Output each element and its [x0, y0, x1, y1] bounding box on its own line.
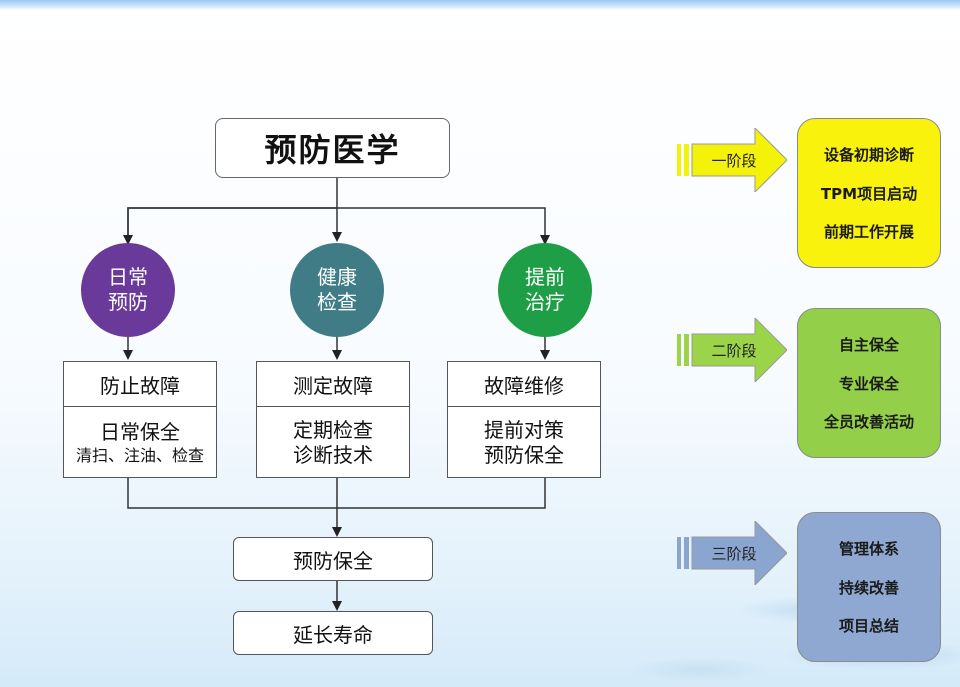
branch-body-line2: 预防保全	[484, 443, 564, 467]
branch-box-head: 测定故障	[257, 362, 409, 407]
stage-arrow-label: 二阶段	[711, 341, 757, 360]
circle-line1: 日常	[108, 265, 148, 289]
stage-arrow-1: 一阶段	[677, 128, 787, 192]
stage-item: TPM项目启动	[820, 184, 918, 203]
stage-item: 自主保全	[838, 336, 899, 355]
stage-box-1: 设备初期诊断 TPM项目启动 前期工作开展	[797, 118, 941, 268]
stage-box-2: 自主保全 专业保全 全员改善活动	[797, 308, 941, 458]
branch-body-line1: 日常保全	[100, 419, 180, 444]
circle-line1: 健康	[317, 265, 357, 289]
circle-early-treatment: 提前 治疗	[498, 243, 592, 337]
title-text: 预防医学	[264, 131, 401, 169]
circle-daily-prevention: 日常 预防	[81, 243, 175, 337]
stage-item: 前期工作开展	[823, 222, 914, 241]
circle-line2: 预防	[108, 290, 148, 314]
branch-body-line1: 定期检查	[293, 418, 373, 442]
connector-split-left	[123, 207, 337, 245]
stage-arrow-2: 二阶段	[677, 318, 787, 382]
stage-arrow-label: 三阶段	[711, 544, 757, 563]
circle-line2: 治疗	[525, 290, 565, 314]
flow-step-label: 延长寿命	[293, 622, 373, 647]
arrow-shape	[677, 128, 787, 192]
branch-body-line2: 清扫、注油、检查	[75, 445, 204, 465]
stage-item: 管理体系	[838, 540, 899, 559]
stage-item: 专业保全	[838, 374, 899, 393]
stage-item: 项目总结	[838, 616, 899, 635]
branch-box-body: 定期检查 诊断技术	[257, 407, 409, 479]
branch-box-head: 防止故障	[64, 362, 216, 407]
circle-health-check: 健康 检查	[290, 243, 384, 337]
branch-box-body: 日常保全 清扫、注油、检查	[64, 407, 216, 479]
stage-item: 持续改善	[838, 578, 899, 597]
branch-box-repair-failure: 故障维修 提前对策 预防保全	[447, 361, 601, 478]
arrow-shape	[677, 318, 787, 382]
flow-step-extend-life: 延长寿命	[233, 611, 433, 655]
branch-body-line2: 诊断技术	[293, 443, 373, 467]
circle-line2: 检查	[317, 290, 357, 314]
stage-box-3: 管理体系 持续改善 项目总结	[797, 512, 941, 662]
stage-arrow-label: 一阶段	[711, 151, 757, 170]
branch-box-body: 提前对策 预防保全	[448, 407, 600, 479]
branch-body-line1: 提前对策	[484, 418, 564, 442]
stage-item: 全员改善活动	[823, 412, 914, 431]
arrow-shape	[677, 521, 787, 585]
branch-box-measure-failure: 测定故障 定期检查 诊断技术	[256, 361, 410, 478]
stage-arrow-3: 三阶段	[677, 521, 787, 585]
branch-box-head: 故障维修	[448, 362, 600, 407]
circle-line1: 提前	[525, 265, 565, 289]
top-accent-bar	[0, 0, 960, 10]
flow-step-label: 预防保全	[293, 548, 373, 573]
flow-step-preventive-maintenance: 预防保全	[233, 537, 433, 581]
branch-box-prevent-failure: 防止故障 日常保全 清扫、注油、检查	[63, 361, 217, 478]
stage-item: 设备初期诊断	[823, 146, 914, 165]
title-box: 预防医学	[215, 118, 450, 178]
